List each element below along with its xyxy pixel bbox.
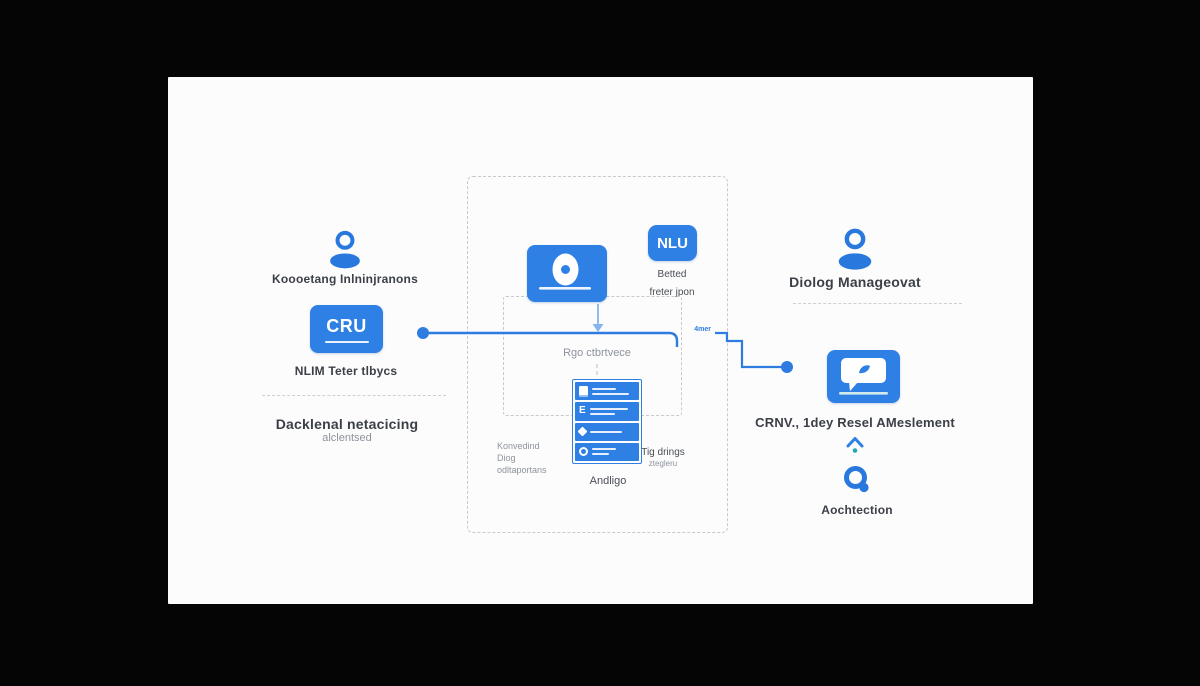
connector-start-dot [417, 327, 429, 339]
list-bottom-caption: Andligo [589, 475, 627, 487]
connector-label: 4mer [694, 326, 711, 333]
cru-node[interactable]: CRU [310, 305, 383, 353]
user-label-right: Diolog Manageovat [789, 274, 921, 290]
right-divider-dashed [793, 303, 962, 304]
list-right-caption-2: ztegleru [648, 459, 678, 468]
record-icon [579, 447, 588, 457]
document-icon [579, 385, 588, 397]
chat-node[interactable] [827, 350, 900, 403]
diagram-canvas: Koooetang Inlninjranons CRU NLIM Teter t… [168, 77, 1033, 604]
chevron-up-icon [846, 437, 864, 453]
chat-caption: CRNV., 1dey Resel AMeslement [755, 415, 955, 430]
nlu-node-label: NLU [657, 234, 688, 252]
text-icon: E [579, 405, 586, 417]
list-row[interactable] [575, 422, 639, 441]
nlu-caption-2: freter jpon [649, 287, 695, 298]
list-left-caption: Konvedind Diog odltaportans [497, 441, 547, 475]
cru-caption: NLIM Teter tlbycs [294, 364, 398, 378]
left-divider-dashed [262, 395, 446, 396]
cru-node-label: CRU [326, 315, 367, 336]
search-icon[interactable] [841, 465, 873, 495]
search-caption: Aochtection [821, 503, 893, 517]
webcam-icon [539, 253, 591, 290]
left-section-subtitle: alclentsed [322, 432, 372, 444]
nlu-node[interactable]: NLU [648, 225, 697, 261]
user-icon [330, 230, 360, 269]
left-section-title: Dacklenal netacicing [275, 416, 419, 432]
chat-bubble-icon [839, 358, 888, 395]
list-row[interactable] [575, 382, 639, 401]
user-icon [838, 228, 872, 270]
camera-node[interactable] [527, 245, 607, 302]
inner-box-label: Rgo ctbrtvece [563, 347, 631, 359]
tag-icon [577, 426, 588, 437]
nlu-caption-1: Betted [657, 269, 687, 280]
cru-underline [324, 340, 369, 343]
intent-list-node[interactable]: E [572, 379, 642, 464]
connector-end-dot [781, 361, 793, 373]
list-right-caption-1: Tig drings [641, 447, 685, 458]
list-row[interactable]: E [575, 402, 639, 421]
list-row[interactable] [575, 442, 639, 461]
user-label-left: Koooetang Inlninjranons [272, 272, 418, 286]
